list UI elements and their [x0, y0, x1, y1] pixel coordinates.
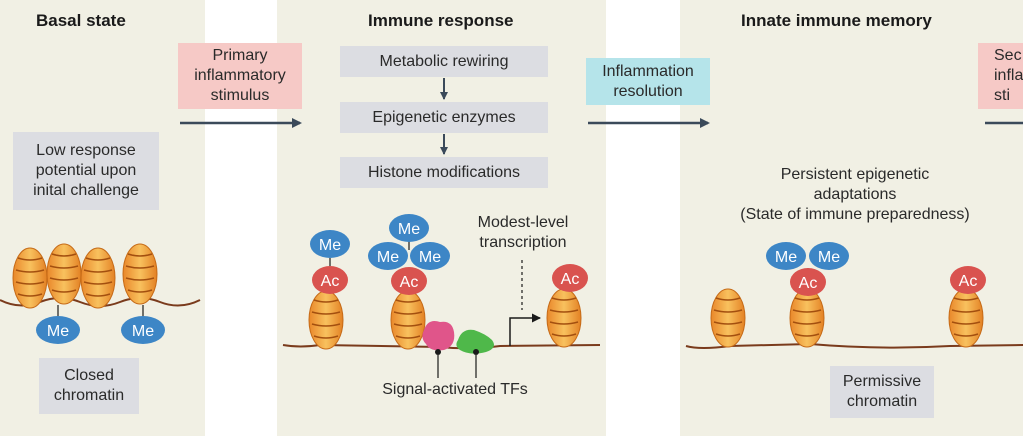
methyl-mark-icon: Me — [410, 242, 450, 270]
shape-path — [456, 329, 494, 354]
permissive-chromatin-box: Permissive chromatin — [830, 366, 934, 418]
shape-ellipse — [312, 266, 348, 294]
methyl-mark-icon: Me — [368, 242, 408, 270]
mark-label: Me — [419, 249, 441, 266]
epigenetic-enzymes-step: Epigenetic enzymes — [340, 102, 548, 133]
transcription-factor-icon — [456, 329, 494, 378]
persistent-adaptations-text: Persistent epigenetic adaptations (State… — [740, 166, 970, 223]
nucleosome-icon — [80, 247, 116, 309]
metabolic-rewiring-step: Metabolic rewiring — [340, 46, 548, 77]
histone-modifications-step: Histone modifications — [340, 157, 548, 188]
inflammation-resolution-box: Inflammation resolution — [586, 58, 710, 105]
acetyl-mark-icon: Ac — [391, 267, 427, 295]
nucleosome-icon — [390, 290, 426, 350]
mark-label: Me — [398, 221, 420, 238]
shape-circle — [435, 349, 441, 355]
closed-chromatin-box: Closed chromatin — [39, 358, 139, 414]
mark-label: Me — [377, 249, 399, 266]
mark-label: Ac — [799, 275, 818, 292]
shape-path — [792, 297, 822, 337]
shape-ellipse — [391, 267, 427, 295]
shape-path — [15, 257, 45, 297]
low-response-box: Low response potential upon inital chall… — [13, 132, 159, 210]
shape-ellipse — [790, 268, 826, 296]
nucleosome-icon — [12, 247, 48, 309]
shape-ellipse — [809, 242, 849, 270]
promoter-arrow-icon — [509, 313, 541, 346]
shape-ellipse — [46, 243, 82, 305]
shape-path — [311, 299, 341, 339]
mark-label: Ac — [561, 271, 580, 288]
shape-ellipse — [36, 316, 80, 344]
shape-path — [713, 297, 743, 337]
shape-ellipse — [410, 242, 450, 270]
shape-ellipse — [122, 243, 158, 305]
methyl-mark-icon: Me — [36, 316, 80, 344]
shape-ellipse — [546, 288, 582, 348]
shape-circle — [473, 349, 479, 355]
shape-ellipse — [389, 214, 429, 242]
shape-ellipse — [552, 264, 588, 292]
mark-label: Ac — [959, 273, 978, 290]
transcription-factor-icon — [422, 321, 455, 378]
nucleosome-icon — [308, 290, 344, 350]
mark-label: Me — [132, 323, 154, 340]
primary-stimulus-box: Primary inflammatory stimulus — [178, 43, 302, 109]
shape-ellipse — [80, 247, 116, 309]
shape-path — [951, 297, 981, 337]
nucleosome-icon — [948, 288, 984, 348]
nucleosome-icon — [46, 243, 82, 305]
shape-ellipse — [368, 242, 408, 270]
dna-memory — [685, 342, 1023, 349]
acetyl-mark-icon: Ac — [312, 266, 348, 294]
shape-ellipse — [950, 266, 986, 294]
nucleosome-icon — [122, 243, 158, 305]
nucleosome-icon — [710, 288, 746, 348]
shape-path — [83, 257, 113, 297]
mark-label: Me — [319, 237, 341, 254]
methyl-mark-icon: Me — [310, 230, 350, 258]
methyl-mark-icon: Me — [121, 316, 165, 344]
shape-ellipse — [766, 242, 806, 270]
innate-memory-title: Innate immune memory — [741, 11, 932, 30]
shape-ellipse — [121, 316, 165, 344]
shape-ellipse — [12, 247, 48, 309]
signal-activated-tfs-label: Signal-activated TFs — [382, 381, 528, 398]
acetyl-mark-icon: Ac — [950, 266, 986, 294]
shape-path — [125, 253, 155, 293]
mark-label: Ac — [321, 273, 340, 290]
immune-response-title: Immune response — [368, 11, 514, 30]
nucleosome-icon — [789, 288, 825, 348]
secondary-stimulus-box: Sec infla sti — [978, 43, 1023, 109]
innate-memory-panel — [680, 0, 1023, 436]
mark-label: Me — [775, 249, 797, 266]
methyl-mark-icon: Me — [809, 242, 849, 270]
mark-label: Me — [47, 323, 69, 340]
nucleosome-icon — [546, 288, 582, 348]
shape-ellipse — [710, 288, 746, 348]
shape-ellipse — [789, 288, 825, 348]
modest-transcription-label: Modest-level transcription — [477, 214, 569, 251]
mark-label: Me — [818, 249, 840, 266]
methyl-mark-icon: Me — [389, 214, 429, 242]
shape-path — [549, 297, 579, 337]
shape-ellipse — [310, 230, 350, 258]
mark-label: Ac — [400, 274, 419, 291]
basal-state-title: Basal state — [36, 11, 126, 30]
acetyl-mark-icon: Ac — [552, 264, 588, 292]
shape-path — [393, 299, 423, 339]
acetyl-mark-icon: Ac — [790, 268, 826, 296]
shape-path — [422, 321, 455, 351]
methyl-mark-icon: Me — [766, 242, 806, 270]
shape-ellipse — [948, 288, 984, 348]
shape-path — [49, 253, 79, 293]
